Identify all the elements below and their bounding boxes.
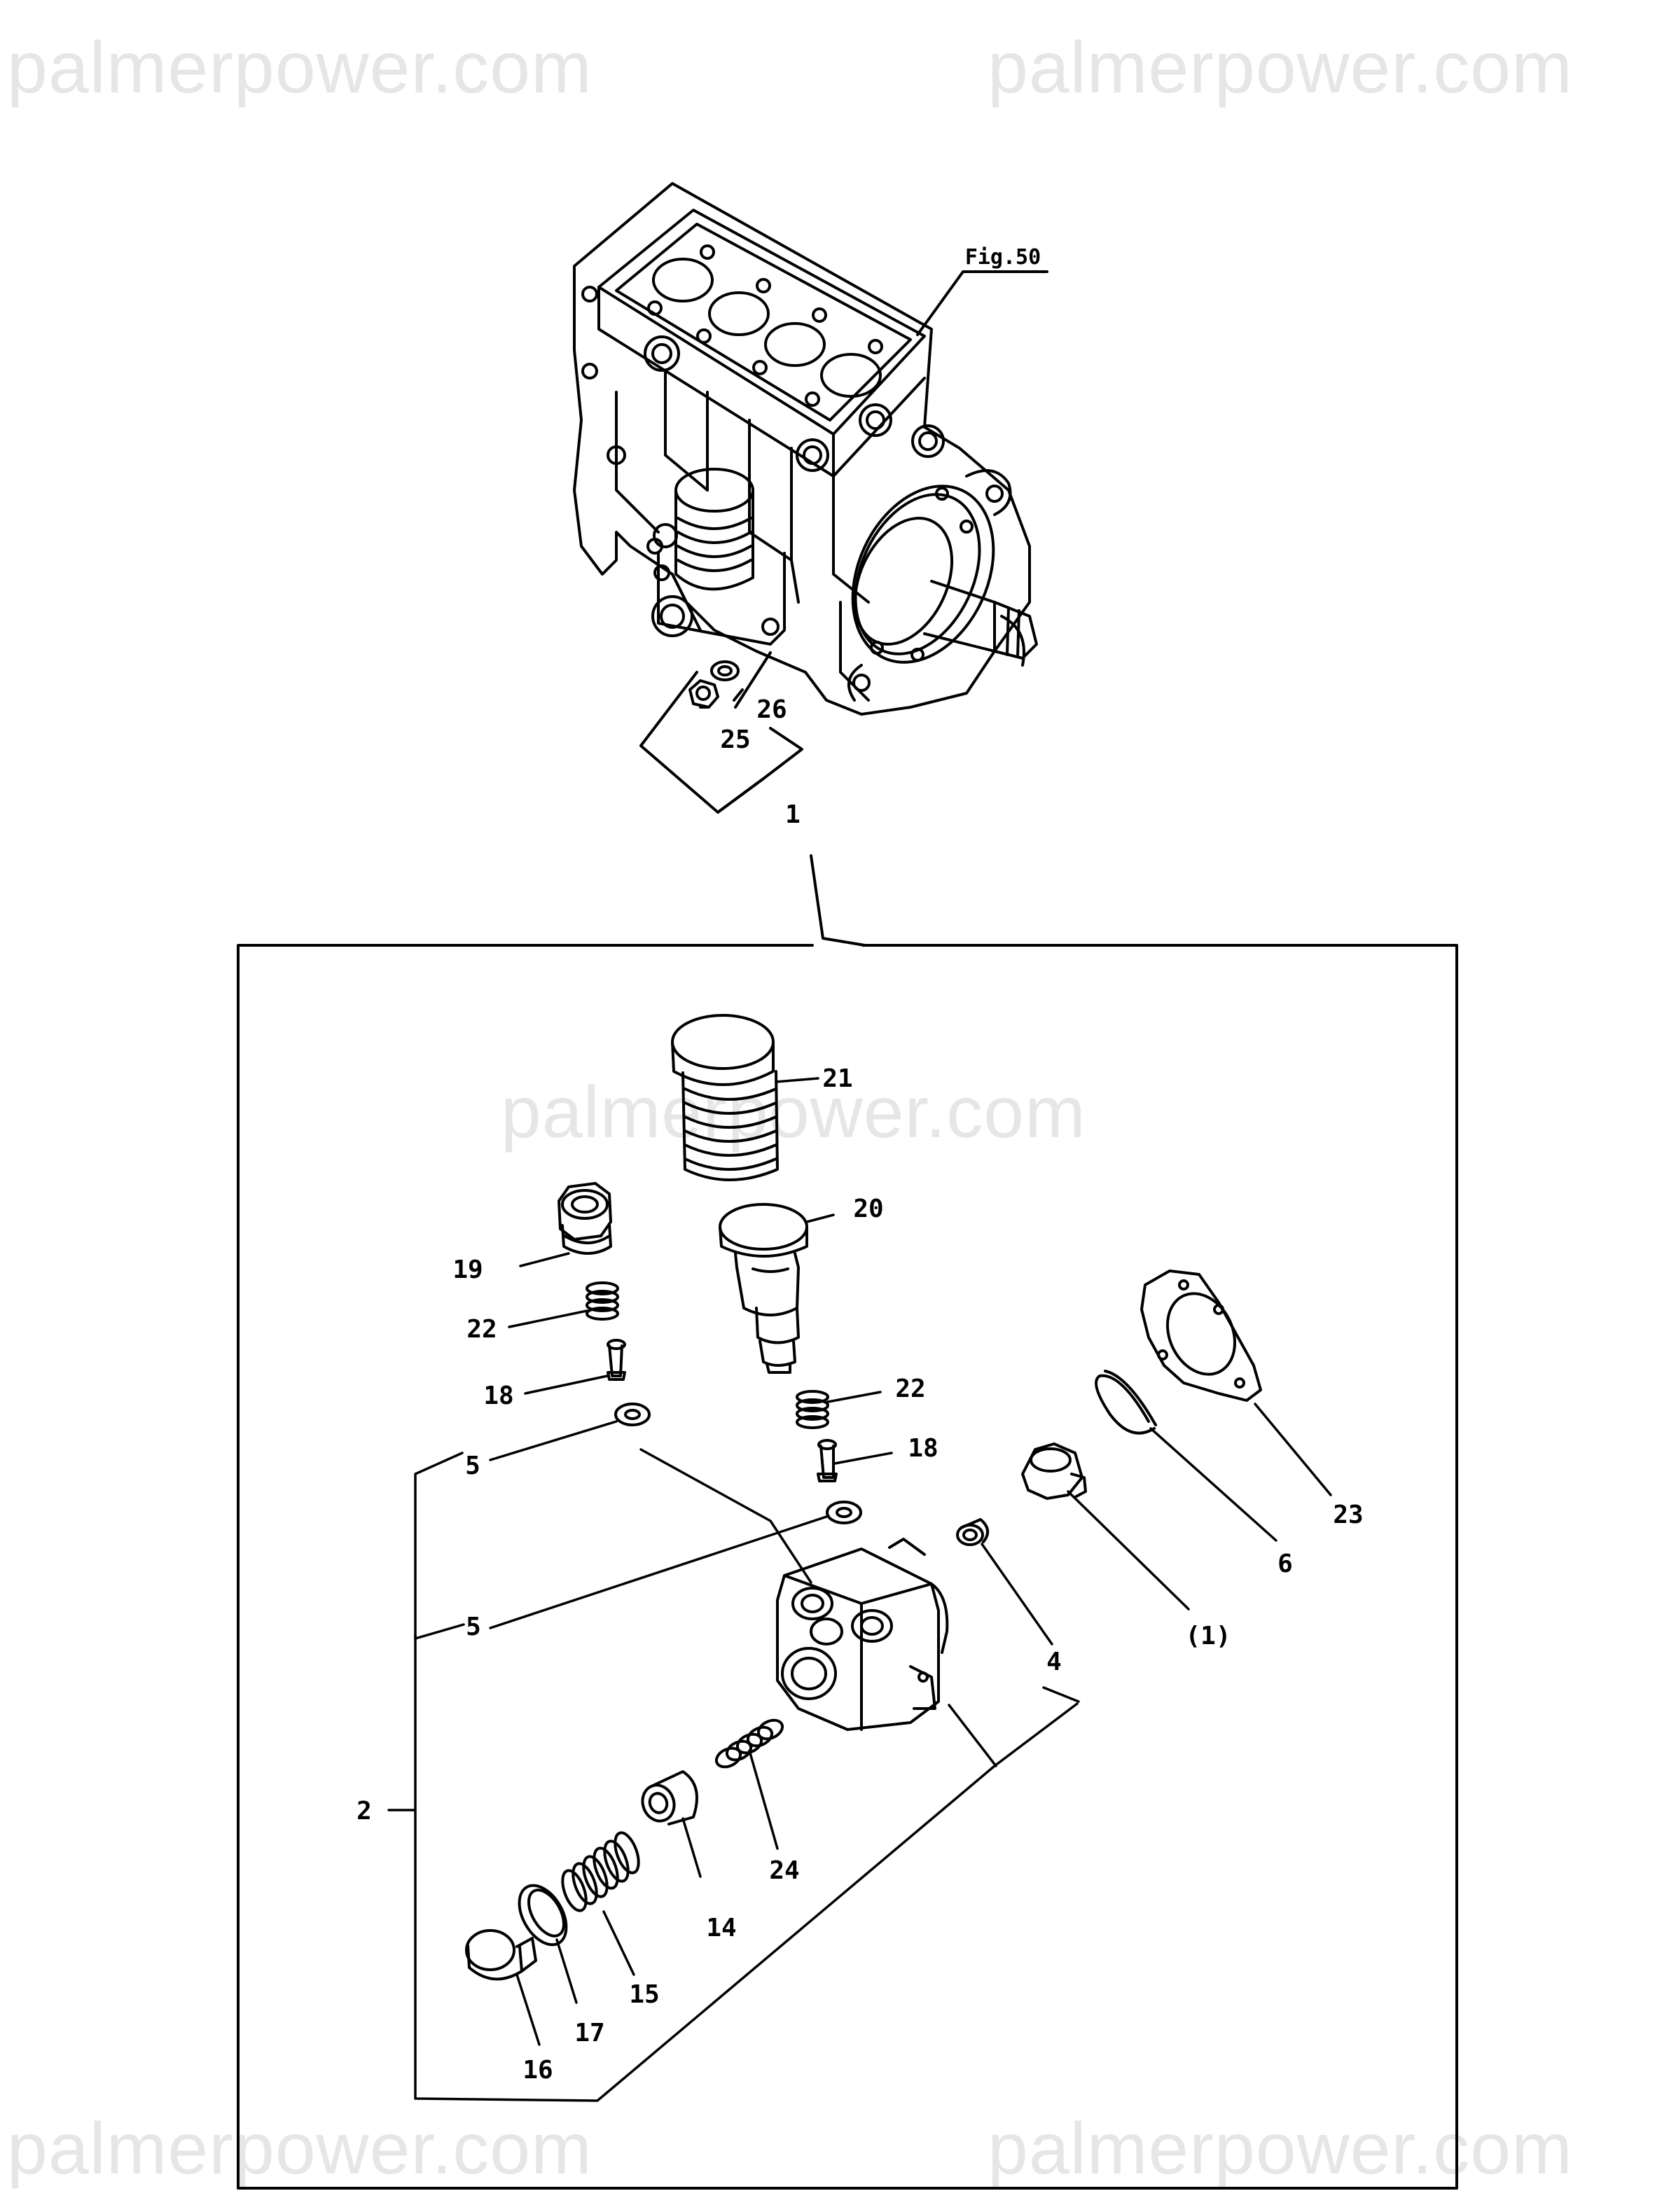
part-15-spring (561, 1831, 640, 1912)
callout-22-lower: 22 (895, 1375, 925, 1403)
part-20-piston (719, 1203, 808, 1374)
part-22-spring-lower (796, 1390, 829, 1429)
part-26-washer (710, 660, 740, 681)
part-17-gasket (518, 1884, 568, 1947)
callout-1: 1 (785, 800, 801, 829)
part-4-bushing (956, 1518, 989, 1546)
watermark-top-right: palmerpower.com (988, 27, 1573, 109)
part-21-bellows (671, 1014, 779, 1181)
fig-ref-label: Fig.50 (965, 245, 1041, 270)
callout-16: 16 (522, 2056, 553, 2085)
callout-18-lower: 18 (908, 1434, 938, 1463)
callout-1-paren: (1) (1185, 1622, 1231, 1650)
part-6-snap-ring (1095, 1370, 1157, 1435)
callout-15: 15 (629, 1980, 659, 2009)
callout-22-upper: 22 (466, 1315, 497, 1344)
feed-pump-on-housing (651, 468, 786, 646)
callout-5-lower: 5 (466, 1613, 481, 1641)
part-1-cap-nut (1021, 1442, 1087, 1500)
callout-5-upper: 5 (465, 1452, 480, 1480)
callout-23: 23 (1333, 1501, 1363, 1529)
callout-20: 20 (853, 1195, 883, 1223)
callout-6: 6 (1277, 1550, 1293, 1578)
watermark-bottom-right: palmerpower.com (988, 2108, 1573, 2190)
part-19-plug (557, 1182, 612, 1255)
part-25-nut (688, 679, 719, 709)
part-18-valve-upper (607, 1339, 626, 1381)
callout-18-upper: 18 (483, 1382, 513, 1410)
callout-26: 26 (756, 695, 787, 724)
callout-21: 21 (822, 1064, 852, 1093)
callout-4: 4 (1046, 1648, 1062, 1676)
fig-ref-leader (916, 270, 1048, 336)
callout-19: 19 (452, 1255, 483, 1284)
item-1-box-connector (810, 854, 866, 947)
callout-2: 2 (356, 1797, 372, 1825)
injection-pump-drawing (573, 182, 1038, 716)
part-5-gasket-upper (614, 1403, 651, 1426)
part-5-gasket-lower (826, 1501, 862, 1524)
watermark-center: palmerpower.com (501, 1072, 1086, 1153)
part-14-sleeve (641, 1770, 698, 1825)
callout-25: 25 (720, 725, 750, 754)
part-23-gasket-plate (1140, 1270, 1262, 1402)
feed-pump-body (776, 1538, 949, 1731)
leader-lines (387, 1077, 1332, 2102)
part-18-valve-lower (817, 1439, 838, 1482)
watermark-bottom-left: palmerpower.com (7, 2108, 593, 2190)
watermark-top-left: palmerpower.com (7, 27, 593, 109)
callout-24: 24 (769, 1856, 799, 1885)
item-1-bracket (639, 651, 803, 814)
callout-14: 14 (706, 1914, 736, 1942)
part-22-spring-upper (586, 1281, 619, 1321)
part-16-plug-bolt (465, 1929, 537, 1981)
feed-pump-detail-frame (237, 944, 1458, 2190)
part-24-spring (714, 1718, 784, 1769)
callout-17: 17 (574, 2019, 604, 2047)
